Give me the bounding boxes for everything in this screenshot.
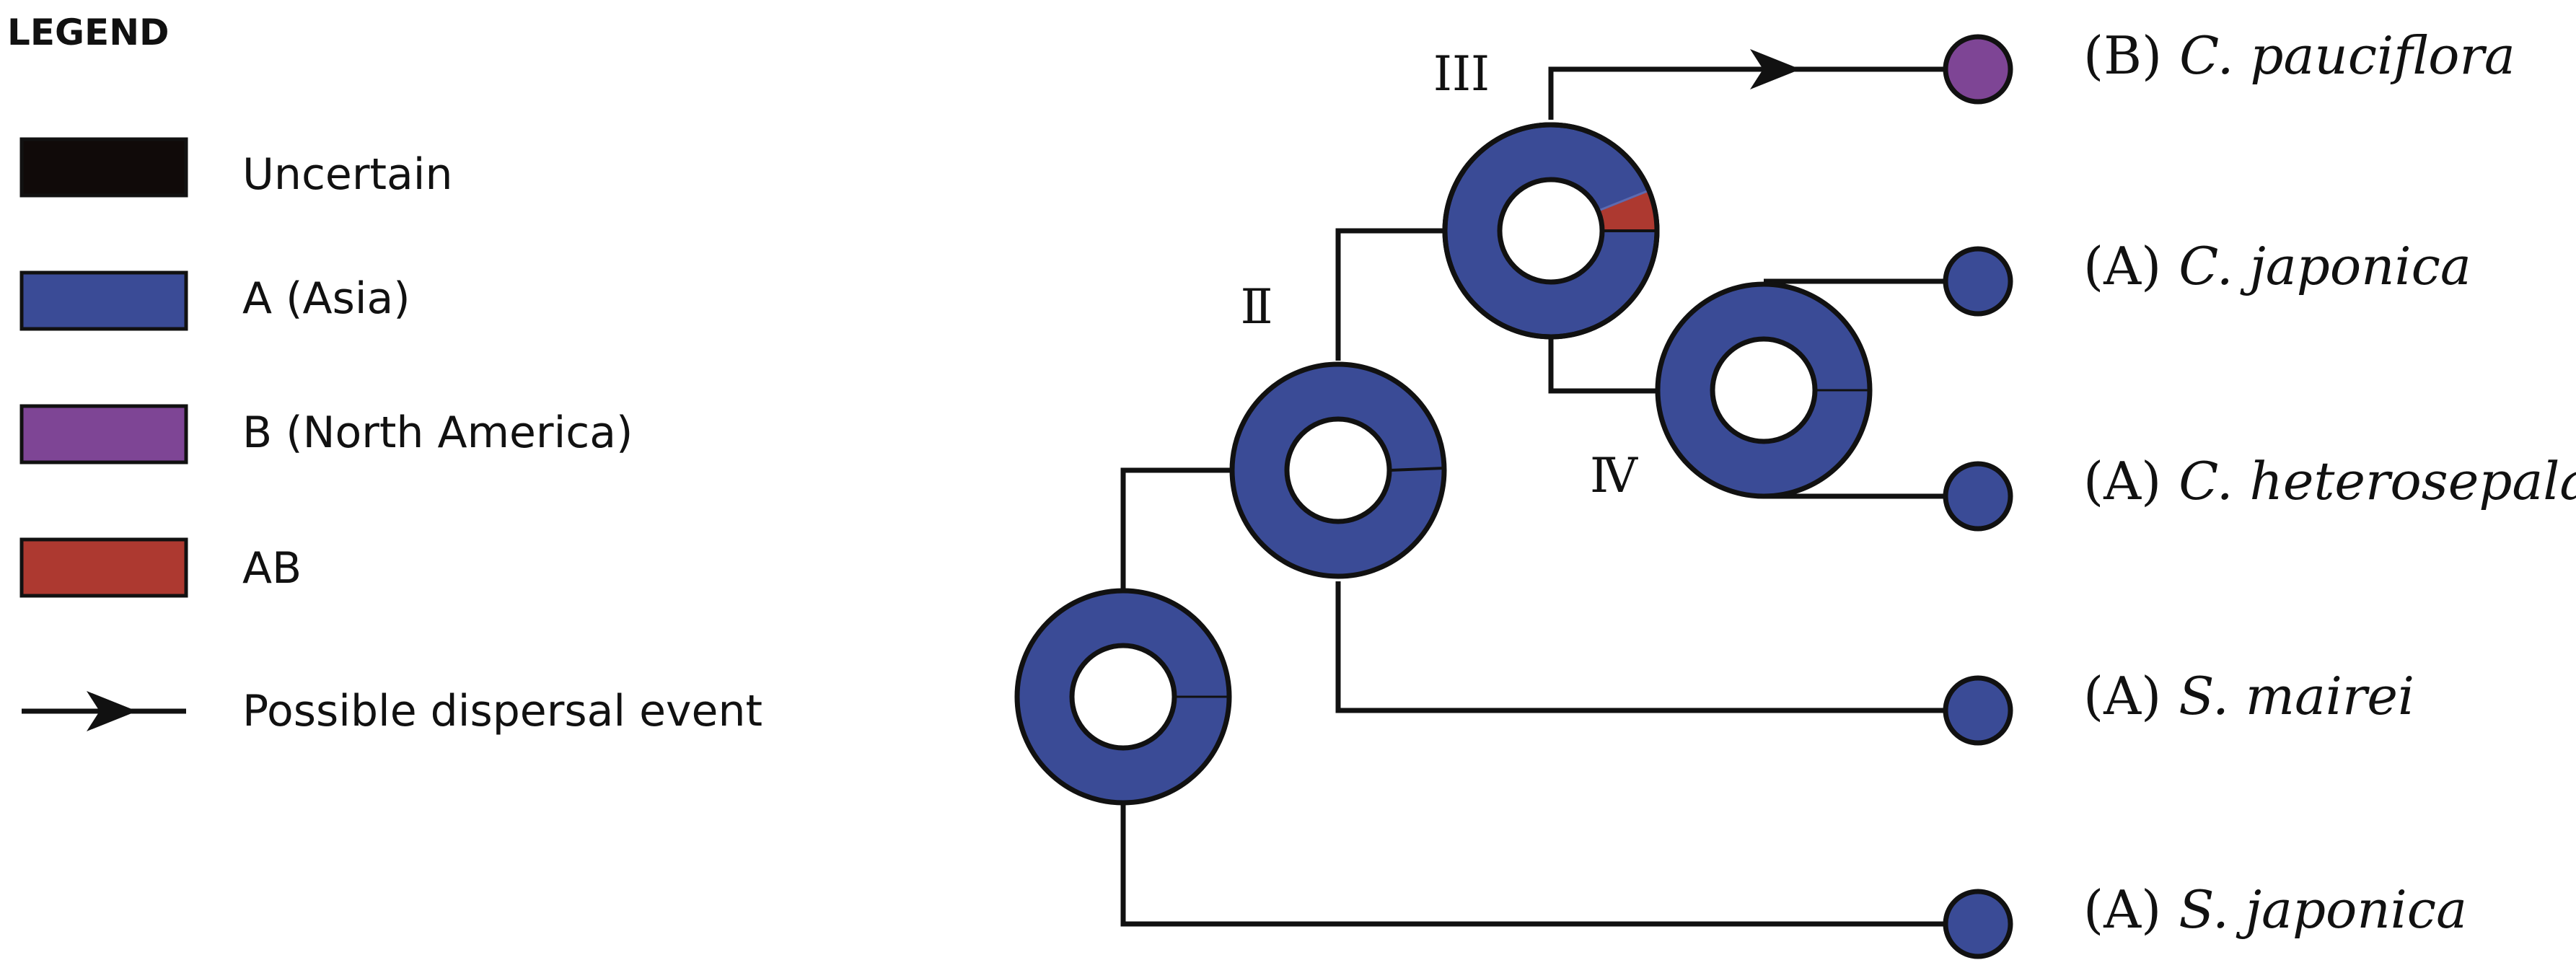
tip-species: S. japonica [2179, 879, 2467, 940]
legend: LEGEND Uncertain A (Asia) B (North Ameri… [7, 12, 762, 736]
tip-species: C. heterosepala [2179, 451, 2576, 511]
legend-label-ab: AB [242, 543, 302, 594]
node-4-label: Ⅳ [1590, 448, 1638, 503]
legend-label-north-america: B (North America) [242, 408, 633, 458]
legend-label-asia: A (Asia) [242, 273, 410, 324]
tip-label: (A) S. mairei [2083, 666, 2414, 726]
tip-area: (A) [2083, 879, 2161, 940]
node-3-label: III [1433, 46, 1490, 102]
node-3-divider-2 [1598, 189, 1650, 212]
branch-root-node-2 [1120, 467, 1230, 589]
node-root [1014, 588, 1232, 806]
tip-label: (A) S. japonica [2083, 879, 2467, 940]
branch-node-2-node-3 [1335, 228, 1444, 361]
node-2-hole [1284, 416, 1392, 524]
dispersal-arrow-icon [1750, 49, 1801, 89]
branch-node-3-c-pauciflora [1548, 66, 1978, 120]
tip-marker [1943, 246, 2013, 317]
tip-species: C. pauciflora [2179, 25, 2515, 86]
node-4: Ⅳ [1590, 281, 1873, 503]
tip-area: (A) [2083, 236, 2161, 296]
tip-species: S. mairei [2179, 666, 2414, 726]
legend-swatch-ab [19, 537, 188, 598]
tip-marker [1943, 675, 2013, 746]
tip-species: C. japonica [2179, 236, 2471, 296]
tip-area: (A) [2083, 666, 2161, 726]
branch-node-3-node-4 [1548, 339, 1658, 394]
tip-marker [1943, 889, 2013, 959]
branch-root-s-japonica [1120, 700, 1978, 927]
legend-swatch-north-america [19, 404, 188, 465]
tip-s-japonica: (A) S. japonica [1943, 879, 2467, 959]
tip-area: (A) [2083, 451, 2161, 511]
node-3: III [1433, 46, 1660, 340]
legend-title: LEGEND [7, 12, 170, 53]
tip-c-japonica: (A) C. japonica [1943, 236, 2471, 317]
node-2-label: Ⅱ [1241, 279, 1273, 335]
tip-marker [1943, 461, 2013, 532]
tip-label: (A) C. japonica [2083, 236, 2471, 296]
tip-c-heterosepala: (A) C. heterosepala [1943, 451, 2576, 532]
legend-swatch-uncertain [19, 137, 188, 198]
legend-dispersal-arrow-icon [22, 691, 186, 731]
tip-label: (B) C. pauciflora [2083, 25, 2515, 86]
legend-label-uncertain: Uncertain [242, 149, 453, 200]
tip-c-pauciflora: (B) C. pauciflora [1943, 25, 2515, 105]
legend-swatch-asia [19, 270, 188, 331]
node-root-hole [1069, 643, 1177, 751]
tip-label: (A) C. heterosepala [2083, 451, 2576, 511]
legend-label-dispersal: Possible dispersal event [242, 686, 762, 736]
node-3-hole [1497, 177, 1605, 285]
tip-marker [1943, 34, 2013, 105]
tip-s-mairei: (A) S. mairei [1943, 666, 2414, 746]
branch-node-2-s-mairei [1335, 581, 1978, 713]
node-2: Ⅱ [1229, 279, 1447, 579]
tip-area: (B) [2083, 25, 2162, 86]
node-2-divider [1389, 467, 1445, 472]
node-3-ab-segment [1599, 190, 1658, 231]
node-4-hole [1710, 336, 1818, 444]
